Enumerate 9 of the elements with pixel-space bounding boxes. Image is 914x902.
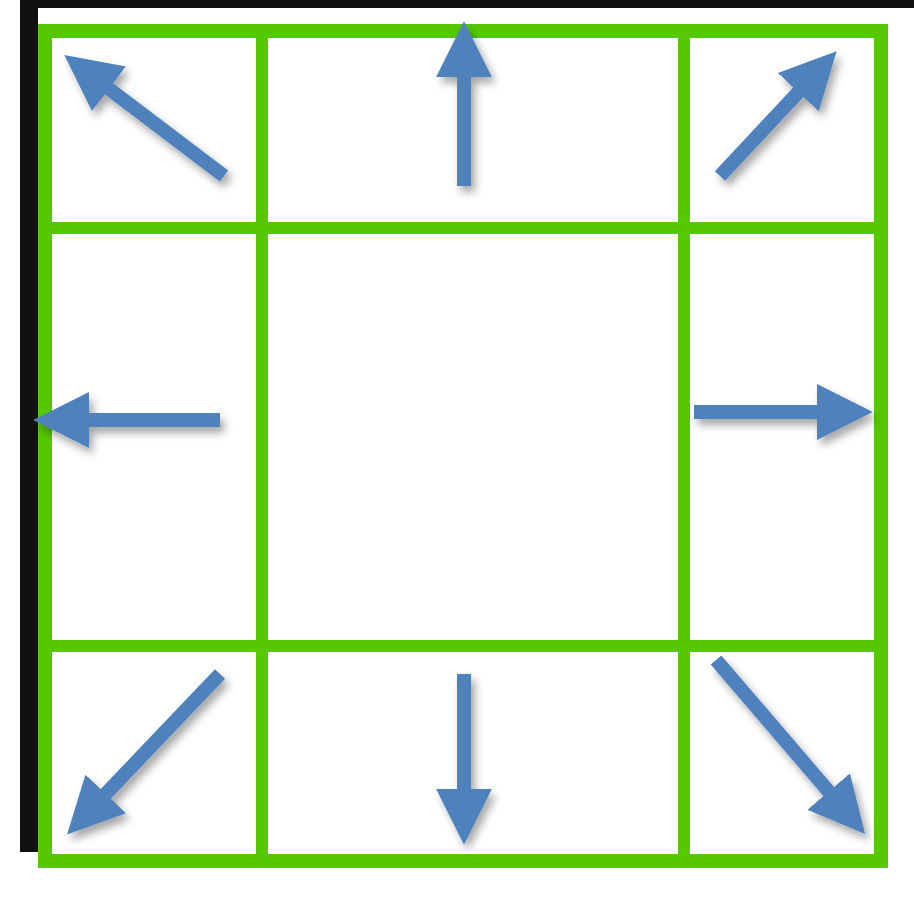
grid-cell: [37, 646, 262, 867]
grid-cell: [37, 23, 262, 228]
grid-cell: [684, 228, 887, 646]
grid-cell: [37, 228, 262, 646]
grid-cell: [262, 23, 684, 228]
grid-cell: [684, 646, 887, 867]
grid-cell: [262, 646, 684, 867]
grid-cell: [684, 23, 887, 228]
grid-cell: [262, 228, 684, 646]
